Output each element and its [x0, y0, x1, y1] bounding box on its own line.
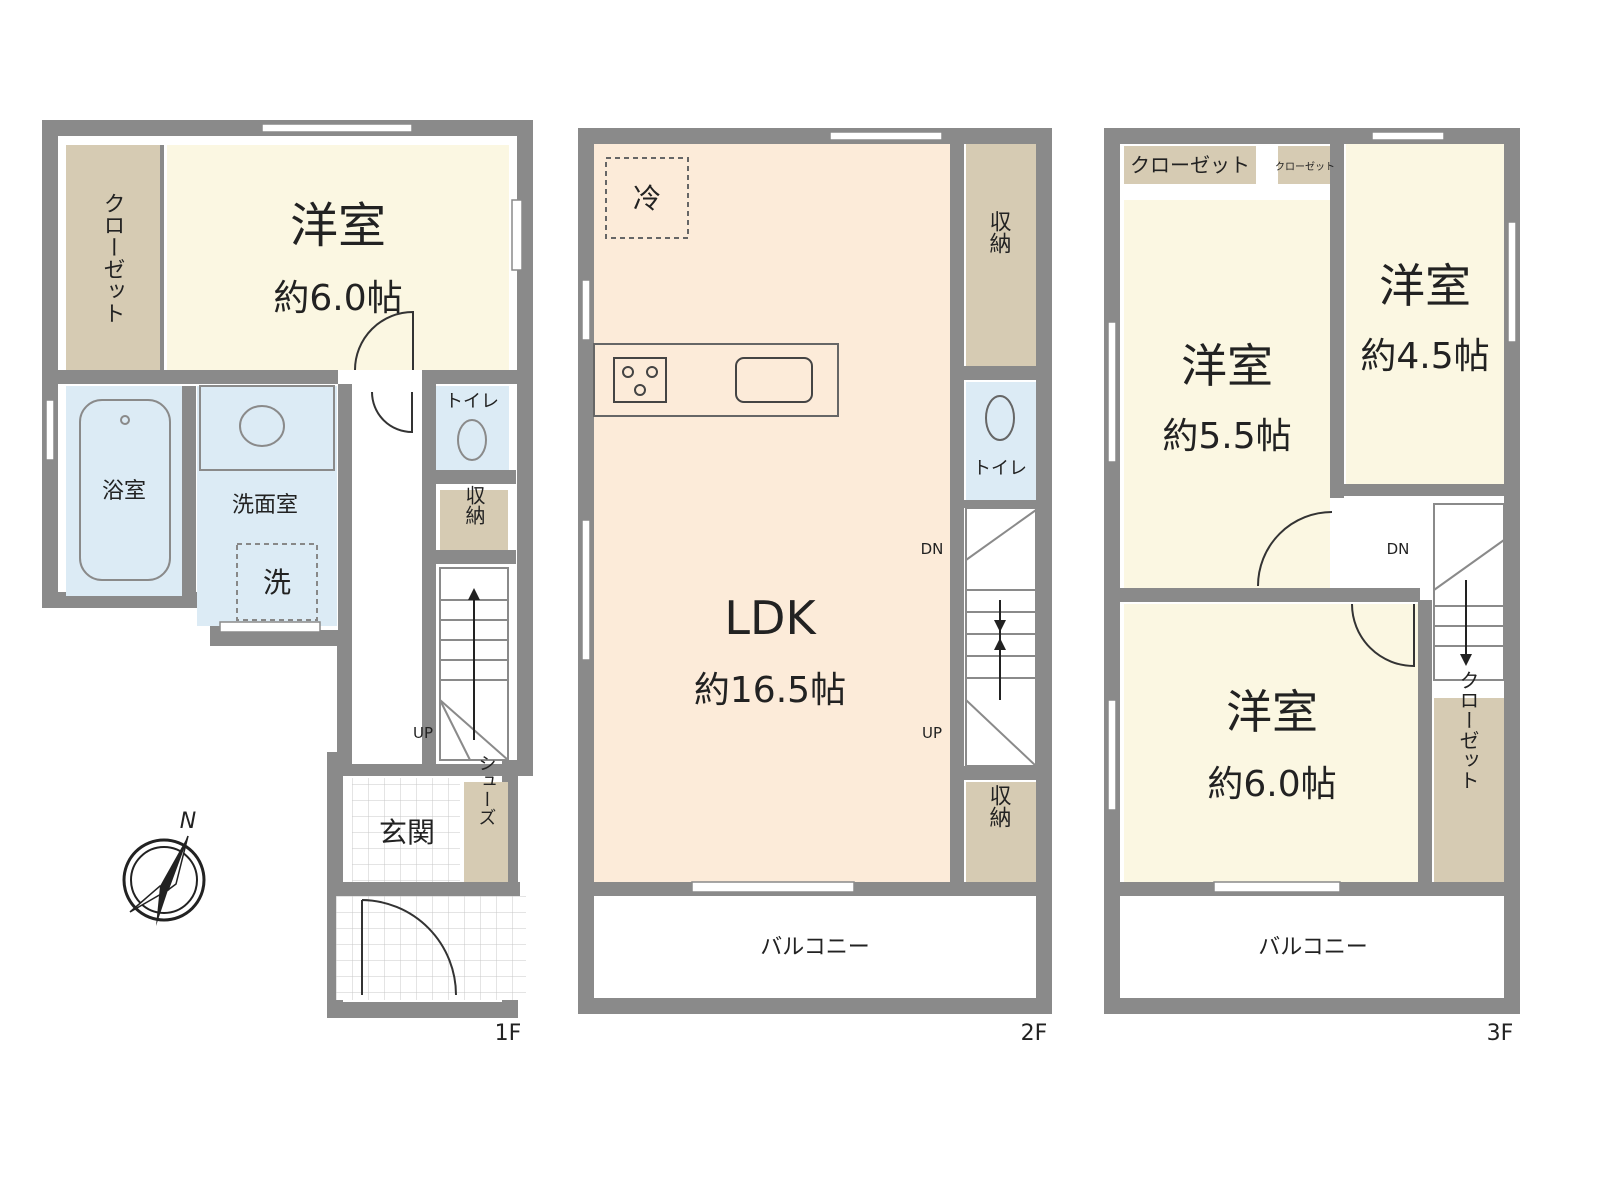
3f-room-a-name: 洋室 [1181, 339, 1273, 393]
3f-hall [1330, 498, 1420, 600]
2f-up-label: UP [922, 724, 942, 742]
2f-ldk [594, 144, 950, 882]
1f-entrance-label: 玄関 [379, 816, 435, 849]
1f-bath [66, 386, 182, 596]
3f-balcony-label: バルコニー [1258, 935, 1368, 960]
3f-closet-right [1434, 698, 1504, 882]
1f-bedroom [167, 145, 509, 370]
3f-closet-top [1124, 146, 1256, 184]
2f-kitchen-counter [593, 343, 839, 417]
3f-room-c [1124, 604, 1418, 882]
3f-room-a-size: 約5.5帖 [1162, 416, 1291, 457]
1f-washroom-label: 洗面室 [232, 493, 298, 518]
2f-dn-label: DN [921, 540, 944, 558]
2f-toilet [966, 382, 1036, 500]
2f-storage-top [966, 144, 1036, 366]
1f-washroom [197, 386, 337, 626]
3f-closet-small [1278, 146, 1332, 184]
3f-floor-label: 3F [1487, 1021, 1514, 1046]
compass-north-label: N [180, 809, 196, 834]
2f-storage-top-label: 収納 [986, 210, 1012, 254]
1f-floor-label: 1F [495, 1021, 522, 1046]
3f-room-c-size: 約6.0帖 [1207, 764, 1336, 805]
compass-icon: N [122, 809, 206, 926]
3f-room-a [1124, 200, 1330, 588]
2f-toilet-label: トイレ [973, 458, 1027, 479]
1f-washer-label: 洗 [263, 566, 291, 599]
1f-bath-label: 浴室 [102, 479, 146, 504]
1f-shoes-label: シューズ [476, 754, 497, 826]
3f-dn-label: DN [1387, 540, 1410, 558]
1f-bedroom-size: 約6.0帖 [273, 278, 402, 319]
3f-stairs [1433, 503, 1505, 681]
floor-1f: 洋室 約6.0帖 クローゼット 浴室 洗面室 洗 トイレ 収納 UP 玄関 シュ… [42, 120, 533, 1046]
2f-storage-bottom-label: 収納 [986, 784, 1012, 828]
3f-closet-right-label: クローゼット [1456, 670, 1480, 790]
1f-storage [440, 490, 508, 550]
2f-floor-label: 2F [1021, 1021, 1048, 1046]
2f-stairs [965, 507, 1037, 767]
1f-toilet-label: トイレ [445, 391, 499, 412]
3f-room-c-name: 洋室 [1226, 685, 1318, 739]
3f-room-b-name: 洋室 [1379, 259, 1471, 313]
1f-stairs [439, 567, 509, 761]
1f-bedroom-name: 洋室 [290, 198, 386, 254]
1f-up-label: UP [413, 724, 433, 742]
3f-closet-top-label: クローゼット [1130, 153, 1250, 177]
2f-ldk-name: LDK [724, 591, 817, 645]
3f-room-b-size: 約4.5帖 [1360, 336, 1489, 377]
2f-fridge-label: 冷 [633, 182, 661, 215]
floor-2f: 冷 LDK 約16.5帖 収納 トイレ DN UP 収納 バルコニー 2F [578, 128, 1052, 1046]
2f-storage-bottom [966, 782, 1036, 882]
1f-closet-label: クローゼット [100, 192, 125, 324]
1f-closet [66, 145, 162, 370]
floor-3f: クローゼット クローゼット 洋室 約5.5帖 洋室 約4.5帖 DN 洋室 約6… [1104, 128, 1520, 1046]
3f-balcony [1122, 898, 1504, 994]
1f-entrance [352, 778, 460, 882]
3f-closet-small-label: クローゼット [1275, 161, 1335, 173]
1f-shoe-cabinet [464, 782, 508, 882]
1f-toilet [436, 386, 509, 470]
1f-porch [336, 896, 526, 1000]
2f-balcony-label: バルコニー [760, 935, 870, 960]
2f-balcony [596, 898, 1034, 994]
3f-room-b [1346, 144, 1504, 484]
1f-hallway [352, 370, 422, 765]
2f-ldk-size: 約16.5帖 [694, 670, 846, 711]
1f-storage-label: 収納 [462, 485, 486, 525]
